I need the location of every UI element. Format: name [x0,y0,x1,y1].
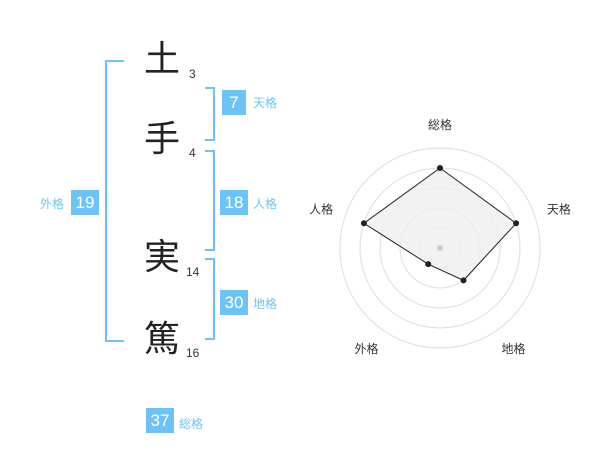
stroke-count-3: 14 [186,265,200,279]
jinkaku-label: 人格 [253,197,278,211]
gaikaku-bracket [105,60,124,342]
name-char-4: 篤 [143,319,180,360]
radar-axis-label-4: 外格 [355,341,379,356]
tenkaku-label: 天格 [253,96,278,110]
radar-center-dot [437,245,443,251]
name-char-1: 土 [143,39,180,80]
gaikaku-value: 19 [71,190,99,215]
tenkaku-value: 7 [222,90,246,115]
radar-axis-label-1: 総格 [428,117,452,132]
name-char-3: 実 [143,237,180,278]
stroke-count-2: 4 [189,146,196,160]
stroke-count-4: 16 [186,346,200,360]
radar-point-2 [513,220,520,227]
tenkaku-bracket [205,87,215,141]
radar-grid-ring-5 [339,147,541,349]
jinkaku-value: 18 [220,190,248,215]
name-char-2: 手 [143,119,180,160]
chikaku-bracket [205,258,215,340]
radar-point-3 [460,277,467,284]
radar-axis-label-3: 地格 [501,341,525,356]
radar-series-polygon [363,167,517,281]
gaikaku-label: 外格 [40,197,65,211]
radar-point-5 [360,220,367,227]
soukaku-value: 37 [146,408,174,433]
radar-axis-label-5: 人格 [309,201,333,216]
soukaku-label: 総格 [179,417,204,431]
jinkaku-bracket [205,150,215,251]
radar-point-1 [437,165,443,171]
radar-point-4 [425,261,432,268]
chikaku-value: 30 [220,290,248,315]
stroke-count-1: 3 [189,67,196,81]
chikaku-label: 地格 [253,297,278,311]
radar-axis-label-2: 天格 [547,201,571,216]
